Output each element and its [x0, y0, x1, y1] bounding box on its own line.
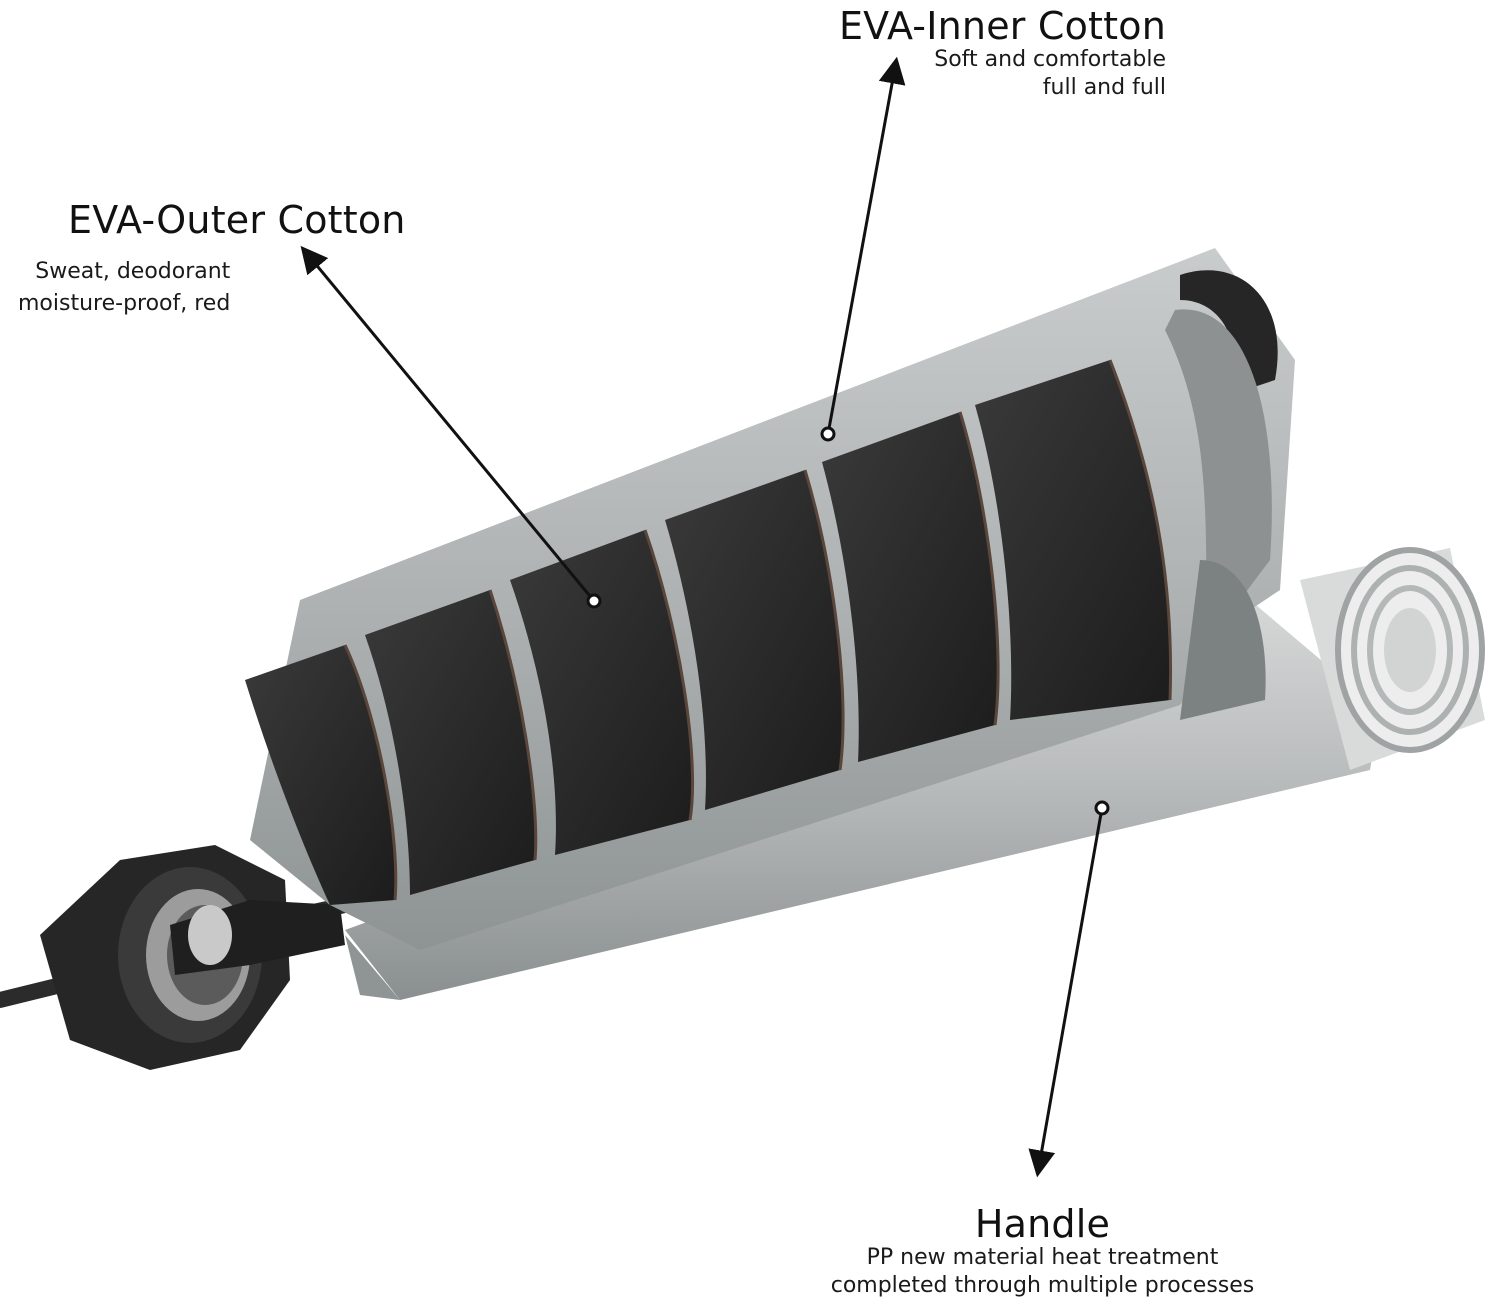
callout-desc-line: Soft and comfortable [934, 47, 1166, 72]
end-cap [40, 845, 345, 1070]
pointer-outer [300, 245, 602, 609]
foam-rib [510, 530, 693, 855]
callout-title: Handle [974, 1202, 1111, 1246]
foam-rib [822, 412, 999, 762]
callout-outer-cotton-title: EVA-Outer Cotton [68, 198, 406, 242]
pointer-handle [1028, 800, 1110, 1178]
callout-outer-cotton-desc: Sweat, deodorant moisture-proof, red [18, 256, 230, 320]
eva-outer-foam [245, 359, 1173, 905]
foam-rib [665, 470, 844, 810]
callout-inner-cotton: EVA-Inner Cotton Soft and comfortable fu… [839, 4, 1166, 104]
callout-desc-line: Sweat, deodorant [35, 259, 231, 284]
foam-rib [365, 590, 536, 895]
callout-desc-line: completed through multiple processes [830, 1273, 1255, 1298]
callout-title: EVA-Outer Cotton [68, 198, 406, 242]
callout-handle: Handle PP new material heat treatment co… [820, 1202, 1265, 1302]
callout-desc-line: full and full [1042, 75, 1166, 100]
pointer-inner [820, 56, 906, 442]
foam-rib [975, 360, 1171, 720]
callout-title: EVA-Inner Cotton [838, 4, 1166, 48]
callout-desc-line: PP new material heat treatment [866, 1245, 1219, 1270]
foam-rib [245, 645, 396, 905]
callout-desc-line: moisture-proof, red [18, 291, 231, 316]
